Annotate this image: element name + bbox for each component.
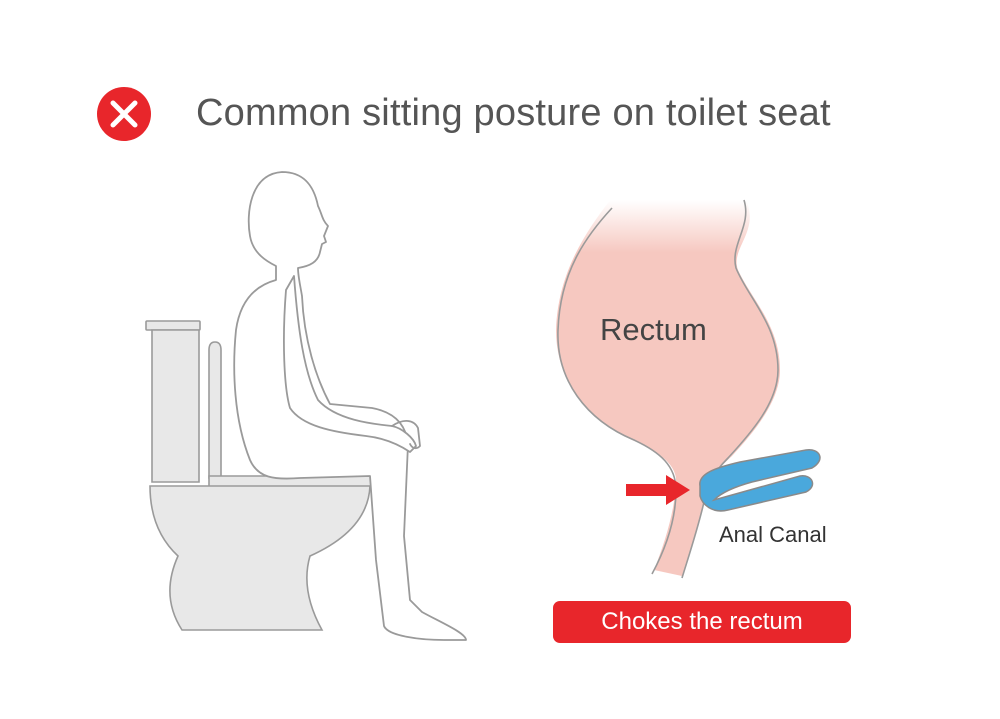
person [233,171,467,641]
person-hand [391,420,421,450]
rectum-label: Rectum [600,312,707,347]
rectum-outline-right [681,199,779,579]
result-badge: Chokes the rectum [553,601,851,643]
person-arm [283,275,417,453]
toilet-seat-back [208,341,222,479]
rectum-outline-left [557,207,677,575]
toilet-tank-lid [145,320,201,331]
x-circle-icon [97,87,151,141]
anal-canal-label: Anal Canal [719,522,827,547]
page-title: Common sitting posture on toilet seat [196,92,831,134]
toilet-tank [151,329,200,483]
header: Common sitting posture on toilet seat [96,86,956,142]
toilet-bowl [149,485,371,631]
arrow-right-icon [626,475,690,505]
toilet [145,320,376,631]
rectum-shape [556,200,780,576]
anal-muscle-sling [699,449,821,512]
